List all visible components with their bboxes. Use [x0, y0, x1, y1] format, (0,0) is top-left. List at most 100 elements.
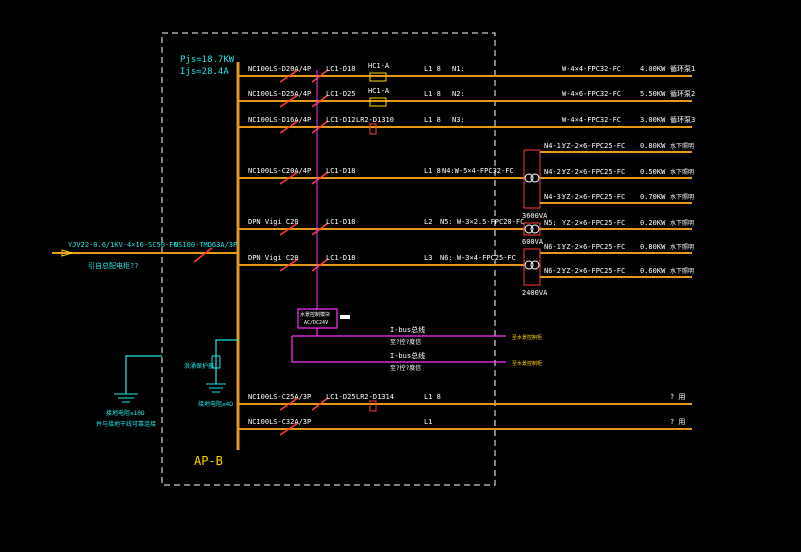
branch-contactor: LC1-D18 — [326, 167, 356, 175]
branch-cable: W-4×6-FPC32-FC — [562, 90, 621, 98]
incoming-note: 引自总配电柜?? — [88, 261, 138, 270]
branch-cable: W-4×4-FPC32-FC — [562, 65, 621, 73]
sub-power: 0.20KW — [640, 219, 666, 227]
branch-phase: L1 8 — [424, 90, 441, 98]
branch-contactor: LC1-D18 — [326, 254, 356, 262]
branch-2: NC100LS-D25A/4P LC1-D25 HC1-A L1 8 N2: W… — [238, 87, 695, 108]
branch-power: 4.00KW — [640, 65, 666, 73]
branch-circuit: N2: — [452, 90, 465, 98]
control-wiring: 水景控制模块 AC/DC24V I-bus总线 至?控?度信 I-bus总线 至… — [291, 70, 542, 372]
branch-phase: L3 — [424, 254, 432, 262]
bus2-label: I-bus总线 — [390, 351, 425, 360]
sub-use: 水下照明 — [670, 219, 694, 227]
ground-note: 并与接地干线可靠连接 — [96, 420, 156, 428]
branch-breaker: NC100LS-D25A/4P — [248, 90, 311, 98]
branch-breaker: NC100LS-C20A/4P — [248, 167, 311, 175]
branch-breaker: NC100LS-C25A/3P — [248, 393, 311, 401]
sub-circuit-2: N4-2: YZ-2×6-FPC25-FC 0.50KW 水下照明 — [540, 168, 694, 179]
transformer-rating: 600VA — [522, 238, 544, 246]
branch-breaker: DPN Vigi C20 — [248, 254, 299, 262]
ground-resistance-2: 接地电阻≤10Ω — [106, 409, 145, 417]
branch-power: ? 用 — [670, 418, 685, 426]
transformer-2: 600VA — [522, 222, 544, 246]
sub-power: 0.60KW — [640, 267, 666, 275]
bus2-destination: 至水景控制柜 — [512, 360, 542, 367]
branch-phase: L1 8 — [424, 65, 441, 73]
branch-1: NC100LS-D20A/4P LC1-D18 HC1-A L1 8 N1: W… — [238, 62, 695, 83]
sub-use: 水下照明 — [670, 243, 694, 251]
branch-phase: L1 8 — [424, 393, 441, 401]
control-module-sub: AC/DC24V — [304, 320, 328, 326]
grounding-system: 浪涌保护器 接地电阻≤4Ω 接地电阻≤10Ω 并与接地干线可靠连接 — [96, 339, 238, 428]
branch-relay: HC1-A — [368, 62, 390, 70]
branch-phase: L1 8 — [424, 116, 441, 124]
branch-circuit: N5: W-3×2.5-FPC20-FC — [440, 218, 524, 226]
branch-contactor: LC1-D18 — [326, 218, 356, 226]
branch-5: DPN Vigi C20 LC1-D18 L2 N5: W-3×2.5-FPC2… — [238, 218, 524, 236]
sub-power: 0.50KW — [640, 168, 666, 176]
spd-label: 浪涌保护器 — [184, 362, 214, 370]
sub-circuit-6: N6-2: YZ-2×6-FPC25-FC 0.60KW 水下照明 — [540, 267, 694, 278]
branch-4: NC100LS-C20A/4P LC1-D18 L1 8 N4:W-5×4-FP… — [238, 167, 524, 185]
branch-relay: LR2-D1314 — [356, 393, 394, 401]
transformer-1: 3600VA — [522, 149, 548, 220]
sub-circuit-4: N5: YZ-2×6-FPC25-FC 0.20KW 水下照明 — [540, 219, 694, 230]
ground-resistance-1: 接地电阻≤4Ω — [198, 400, 233, 408]
transformer-rating: 2400VA — [522, 289, 548, 297]
branch-power: ? 用 — [670, 393, 685, 401]
sub-circuit-1: N4-1: YZ-2×6-FPC25-FC 0.80KW 水下照明 — [540, 142, 694, 153]
branch-phase: L1 — [424, 418, 432, 426]
branch-contactor: LC1-D25 — [326, 90, 356, 98]
ijs-label: Ijs=28.4A — [180, 67, 229, 77]
sub-use: 水下照明 — [670, 142, 694, 150]
branch-3: NC100LS-D16A/4P LC1-D12 LR2-D1310 L1 8 N… — [238, 115, 695, 135]
sub-label: N4-1: — [544, 142, 565, 150]
sub-label: N4-2: — [544, 168, 565, 176]
sub-power: 0.80KW — [640, 243, 666, 251]
sub-power: 0.80KW — [640, 142, 666, 150]
pjs-label: Pjs=18.7KW — [180, 55, 235, 65]
sub-cable: YZ-2×6-FPC25-FC — [562, 243, 625, 251]
bus1-label: I-bus总线 — [390, 325, 425, 334]
sub-circuit-5: N6-1: YZ-2×6-FPC25-FC 0.80KW 水下照明 — [540, 243, 694, 254]
sub-power: 0.70KW — [640, 193, 666, 201]
bus1-sub: 至?控?度信 — [390, 338, 421, 346]
transformer-rating: 3600VA — [522, 212, 548, 220]
branch-use: 循环泵2 — [670, 89, 695, 98]
branch-use: 循环泵1 — [670, 64, 695, 73]
branch-7: NC100LS-C25A/3P LC1-D25 LR2-D1314 L1 8 ?… — [238, 393, 692, 412]
bus2-sub: 至?控?度信 — [390, 364, 421, 372]
bus1-destination: 至水景控制柜 — [512, 334, 542, 341]
branch-circuit: N4:W-5×4-FPC32-FC — [442, 167, 514, 175]
branch-circuit: N6: W-3×4-FPC25-FC — [440, 254, 516, 262]
sub-cable: YZ-2×6-FPC25-FC — [562, 219, 625, 227]
branch-6: DPN Vigi C20 LC1-D18 L3 N6: W-3×4-FPC25-… — [238, 254, 524, 272]
branch-use: 循环泵3 — [670, 115, 695, 124]
control-module-label: 水景控制模块 — [300, 311, 330, 318]
incoming-switch-label: NS100-TMD63A/3P — [174, 241, 237, 249]
branch-relay: LR2-D1310 — [356, 116, 394, 124]
sub-label: N5: — [544, 219, 557, 227]
branch-contactor: LC1-D18 — [326, 65, 356, 73]
sub-use: 水下照明 — [670, 193, 694, 201]
incoming-cable-label: YJV22-0.6/1KV-4×16-SC50-FC — [68, 241, 178, 249]
transformer-3: 2400VA — [522, 248, 548, 297]
branch-breaker: NC100LS-D20A/4P — [248, 65, 311, 73]
sub-label: N4-3: — [544, 193, 565, 201]
branch-contactor: LC1-D12 — [326, 116, 356, 124]
branch-phase: L2 — [424, 218, 432, 226]
panel-boundary — [161, 32, 496, 486]
sub-cable: YZ-2×6-FPC25-FC — [562, 267, 625, 275]
sub-use: 水下照明 — [670, 168, 694, 176]
branch-breaker: DPN Vigi C20 — [248, 218, 299, 226]
sub-circuit-3: N4-3: YZ-2×6-FPC25-FC 0.70KW 水下照明 — [540, 193, 694, 204]
branch-breaker: NC100LS-C32A/3P — [248, 418, 311, 426]
branch-power: 3.00KW — [640, 116, 666, 124]
branch-power: 5.50KW — [640, 90, 666, 98]
sub-label: N6-2: — [544, 267, 565, 275]
incoming-feeder: YJV22-0.6/1KV-4×16-SC50-FC NS100-TMD63A/… — [52, 241, 238, 270]
branch-breaker: NC100LS-D16A/4P — [248, 116, 311, 124]
branch-relay: HC1-A — [368, 87, 390, 95]
sub-use: 水下照明 — [670, 267, 694, 275]
